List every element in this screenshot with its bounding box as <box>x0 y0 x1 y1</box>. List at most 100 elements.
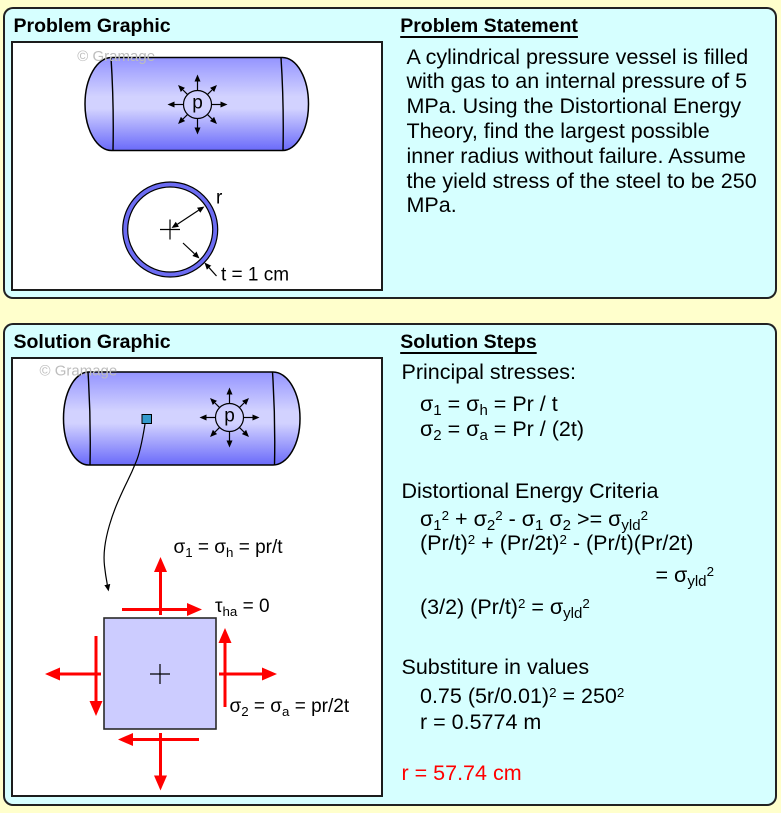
formula-text: σ <box>543 506 563 531</box>
problem-statement-title: Problem Statement <box>400 14 578 37</box>
element-callout-arrow <box>103 423 146 592</box>
pressure-arrows <box>167 74 228 135</box>
problem-statement-text: A cylindrical pressure vessel is filled … <box>407 45 757 219</box>
formula-text: - (Pr/t)(Pr/2t) <box>566 531 694 556</box>
thickness-arrow-inner <box>182 242 200 259</box>
formula-subscript: 1 <box>433 402 442 420</box>
formula-text: - σ <box>502 506 536 531</box>
distortional-energy-heading: Distortional Energy Criteria <box>401 479 659 504</box>
substituted-criterion-rhs: = σyld2 <box>656 563 714 590</box>
pressure-arrows <box>199 387 260 448</box>
pressure-arrow-up-right <box>206 85 217 96</box>
formula-subscript: a <box>479 427 488 445</box>
final-answer: r = 57.74 cm <box>401 760 522 785</box>
internal-pressure-symbol: p <box>167 74 228 135</box>
formula-subscript: 1 <box>185 545 193 561</box>
formula-text: σ <box>420 392 434 417</box>
pressure-vessel <box>84 56 310 152</box>
stress-arrows <box>45 557 277 791</box>
formula-text: = pr/t <box>233 537 283 559</box>
hoop-stress-label: σ1 = σh = pr/t <box>174 537 283 559</box>
vessel-right-seam <box>280 57 284 151</box>
thickness-arrow-outer <box>204 262 217 277</box>
radius-in-meters: r = 0.5774 m <box>420 710 541 734</box>
formula-text: = Pr / t <box>487 392 558 417</box>
vessel-cross-section: r t = 1 cm <box>122 181 289 286</box>
solution-graphic-title: Solution Graphic <box>13 330 171 353</box>
formula-superscript: 2 <box>495 507 503 523</box>
vessel-body <box>84 56 310 152</box>
formula-superscript: 2 <box>517 596 526 612</box>
pressure-label: p <box>192 93 203 114</box>
substituted-criterion-equation: (Pr/t)2 + (Pr/2t)2 - (Pr/t)(Pr/2t) <box>420 531 693 555</box>
vessel-body <box>62 371 301 466</box>
watermark: © Gramage <box>77 48 155 65</box>
axial-stress-equation: σ2 = σa = Pr / (2t) <box>420 417 584 445</box>
formula-text: = pr/2t <box>289 695 350 717</box>
statement-line: Theory, find the largest possible <box>406 119 710 144</box>
formula-text: = Pr / (2t) <box>487 417 584 442</box>
simplified-criterion-equation: (3/2) (Pr/t)2 = σyld2 <box>420 595 590 621</box>
solution-panel: Solution Graphic <box>3 323 777 806</box>
pressure-arrow-up-left <box>178 85 189 96</box>
sample-point-marker <box>141 414 152 424</box>
formula-text: = 250 <box>556 683 617 708</box>
formula-text: r = 0.5774 m <box>420 710 542 735</box>
formula-text: + σ <box>449 506 487 531</box>
solution-diagram: p <box>40 363 301 791</box>
formula-text: = σ <box>441 392 480 417</box>
radius-label: r <box>216 188 223 209</box>
statement-line: the yield stress of the steel to be 250 <box>406 168 757 193</box>
formula-subscript: yld <box>621 516 641 534</box>
formula-subscript: 2 <box>433 427 442 445</box>
pressure-arrow-up-right <box>238 398 249 409</box>
formula-superscript: 2 <box>559 532 567 548</box>
problem-graphic-title: Problem Graphic <box>13 14 171 37</box>
axial-stress-label: σ2 = σa = pr/2t <box>230 696 350 718</box>
formula-subscript: 2 <box>241 703 249 719</box>
element-center-mark <box>150 664 170 684</box>
pressure-label: p <box>224 406 235 427</box>
problem-panel: Problem Graphic <box>3 7 777 299</box>
formula-text: = σ <box>525 595 564 620</box>
formula-subscript: 1 <box>433 516 442 534</box>
principal-stresses-heading: Principal stresses: <box>401 360 576 385</box>
formula-subscript: h <box>226 545 234 561</box>
vessel-left-seam <box>87 371 91 466</box>
formula-subscript: 2 <box>486 516 496 534</box>
numeric-equation: 0.75 (5r/0.01)2 = 2502 <box>420 684 624 708</box>
formula-text: σ <box>173 537 186 559</box>
formula-superscript: 2 <box>640 507 649 523</box>
wall-inner-edge <box>127 186 214 273</box>
formula-text: (Pr/t) <box>420 531 468 556</box>
internal-pressure-symbol: p <box>199 387 260 448</box>
formula-subscript: 2 <box>562 516 572 534</box>
formula-superscript: 2 <box>549 684 557 700</box>
pressure-arrow-down-left <box>178 113 189 124</box>
pressure-vessel <box>62 371 301 466</box>
formula-text: = σ <box>248 695 283 717</box>
shear-stress-label: τha = 0 <box>215 596 270 618</box>
pressure-arrow-down-right <box>206 113 217 124</box>
wall-outer-edge <box>122 181 219 278</box>
wall-ring <box>122 182 218 277</box>
radius-arrow <box>171 206 205 229</box>
formula-text: σ <box>420 506 434 531</box>
problem-graphic: p <box>11 41 383 291</box>
statement-line: inner radius without failure. Assume <box>406 143 746 168</box>
formula-text: + (Pr/2t) <box>475 531 560 556</box>
formula-text: = σ <box>441 417 480 442</box>
pressure-arrow-up-left <box>210 398 221 409</box>
formula-subscript: yld <box>687 572 707 590</box>
substitute-values-heading: Substiture in values <box>401 654 590 679</box>
formula-text: >= σ <box>571 506 622 531</box>
formula-text: σ <box>420 417 434 442</box>
center-mark <box>160 219 180 240</box>
formula-superscript: 2 <box>441 507 450 523</box>
thickness-label: t = 1 cm <box>221 265 289 286</box>
formula-superscript: 2 <box>582 596 590 612</box>
formula-text: 0.75 (5r/0.01) <box>420 683 550 708</box>
pressure-arrow-down-left <box>210 426 221 437</box>
solution-graphic: p <box>11 357 383 797</box>
formula-superscript: 2 <box>706 563 714 579</box>
